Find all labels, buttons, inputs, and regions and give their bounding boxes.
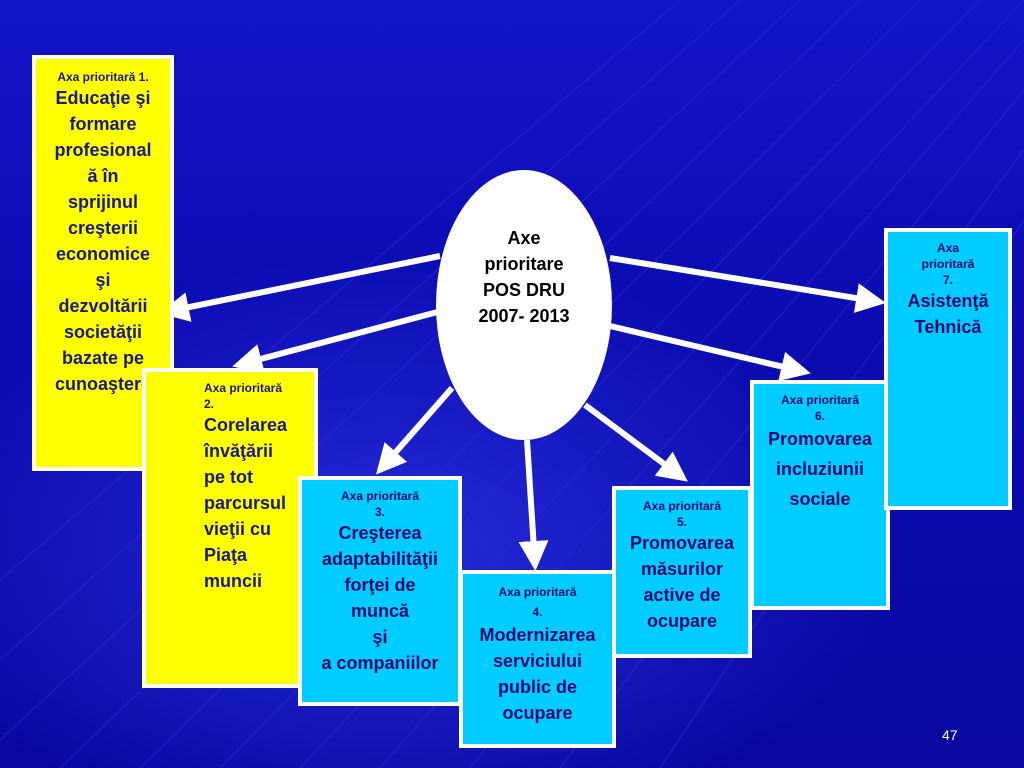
- axis-3-header: Axa prioritară 3.: [340, 489, 420, 519]
- arrow-to-axis-4: [518, 439, 549, 571]
- axis-1-title: Educaţie şi formare profesional ă în spr…: [54, 88, 152, 394]
- central-title: Axe prioritare POS DRU 2007- 2013: [478, 228, 570, 326]
- axis-7-header: Axa prioritară 7.: [921, 241, 975, 287]
- arrow-to-axis-2: [232, 307, 446, 374]
- axis-7-box: Axa prioritară 7. Asistenţă Tehnică: [884, 228, 1012, 510]
- slide-number: 47: [942, 727, 958, 743]
- axis-5-title: Promovarea măsurilor active de ocupare: [629, 533, 735, 631]
- axis-6-box: Axa prioritară 6. Promovarea incluziunii…: [750, 380, 890, 610]
- axis-2-box: Axa prioritară 2. Corelarea învăţării pe…: [142, 368, 318, 688]
- axis-6-header: Axa prioritară 6.: [780, 393, 860, 423]
- axis-1-header: Axa prioritară 1.: [57, 70, 149, 84]
- arrow-to-axis-5: [583, 402, 688, 482]
- axis-2-title: Corelarea învăţării pe tot parcursul vie…: [204, 415, 288, 591]
- axis-5-box: Axa prioritară 5. Promovarea măsurilor a…: [612, 486, 752, 658]
- arrow-to-axis-6: [609, 323, 811, 382]
- axis-4-title: Modernizarea serviciului public de ocupa…: [479, 625, 596, 723]
- central-ellipse: [436, 170, 612, 440]
- axis-3-box: Axa prioritară 3. Creşterea adaptabilită…: [298, 476, 462, 706]
- axis-7-title: Asistenţă Tehnică: [907, 291, 989, 337]
- axis-3-title: Creşterea adaptabilităţii forţei de munc…: [321, 523, 439, 673]
- arrow-to-axis-3: [376, 386, 455, 475]
- axis-2-header: Axa prioritară 2.: [204, 381, 283, 411]
- axis-4-header: Axa prioritară 4.: [498, 585, 577, 619]
- arrow-to-axis-7: [609, 255, 886, 313]
- axis-6-title: Promovarea incluziunii sociale: [767, 429, 873, 509]
- arrow-to-axis-1: [159, 253, 441, 322]
- axis-4-box: Axa prioritară 4. Modernizarea serviciul…: [459, 570, 616, 748]
- axis-5-header: Axa prioritară 5.: [642, 499, 722, 529]
